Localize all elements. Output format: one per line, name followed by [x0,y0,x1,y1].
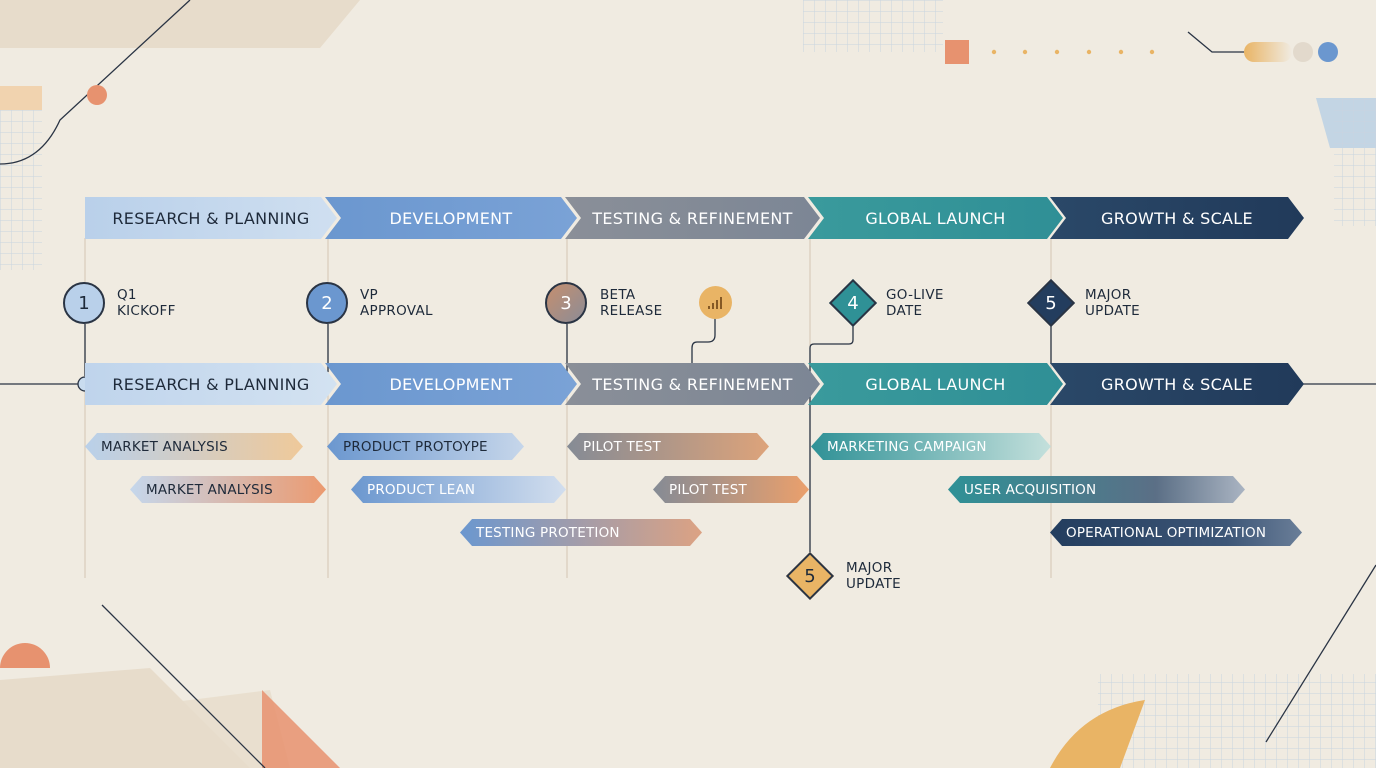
task-marketing-campaign: MARKETING CAMPAIGN [811,433,1051,460]
phase-header-testing: TESTING & REFINEMENT [565,197,820,239]
timeline-phase-launch: GLOBAL LAUNCH [808,363,1063,405]
task-operational-optimization: OPERATIONAL OPTIMIZATION [1050,519,1302,546]
task-testing-protetion: TESTING PROTETION [460,519,702,546]
timeline-phase-development: DEVELOPMENT [325,363,577,405]
milestone-5b-number: 5 [804,565,816,587]
task-user-acquisition: USER ACQUISITION [948,476,1245,503]
task-pilot-test-1: PILOT TEST [567,433,769,460]
phase-header-growth: GROWTH & SCALE [1050,197,1304,239]
task-product-prototype: PRODUCT PROTOYPE [327,433,524,460]
bar-chart-icon [699,286,732,319]
task-product-lean: PRODUCT LEAN [351,476,566,503]
bar-chart-icon-glyph [708,297,722,309]
milestone-3-circle-marker: 3 [545,282,587,324]
timeline-phase-testing: TESTING & REFINEMENT [565,363,820,405]
milestone-1-circle-marker: 1 [63,282,105,324]
phase-header-development: DEVELOPMENT [325,197,577,239]
task-market-analysis-1: MARKET ANALYSIS [85,433,303,460]
phase-header-launch: GLOBAL LAUNCH [808,197,1063,239]
milestone-5-number: 5 [1045,292,1057,314]
milestone-2-circle-marker: 2 [306,282,348,324]
phase-header-research: RESEARCH & PLANNING [85,197,337,239]
milestone-4-number: 4 [847,292,859,314]
task-market-analysis-2: MARKET ANALYSIS [130,476,326,503]
timeline-phase-research: RESEARCH & PLANNING [85,363,337,405]
timeline-phase-growth: GROWTH & SCALE [1050,363,1304,405]
task-pilot-test-2: PILOT TEST [653,476,809,503]
